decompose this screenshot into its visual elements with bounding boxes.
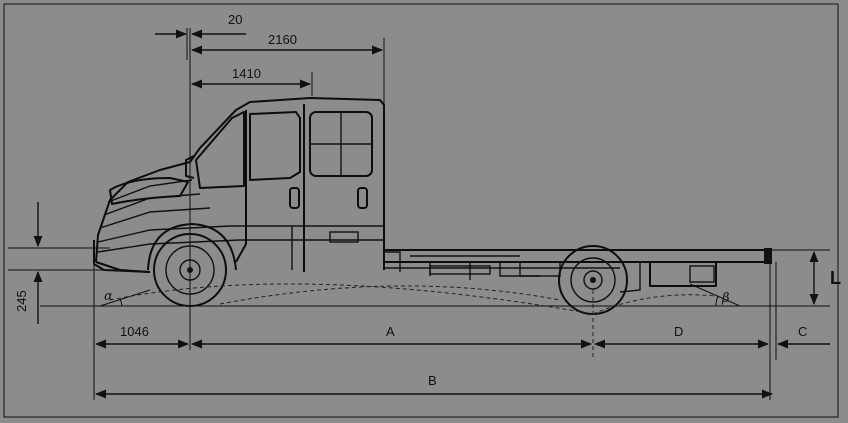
dim-frame-height: L bbox=[830, 268, 841, 288]
dim-cab-length-inner: 1410 bbox=[232, 66, 261, 81]
dim-wheelbase: A bbox=[386, 324, 395, 339]
dim-ground-clearance: 245 bbox=[14, 290, 29, 312]
dim-rear-overhang-ext: C bbox=[798, 324, 807, 339]
dim-top-offset: 20 bbox=[228, 12, 242, 27]
truck-drawing bbox=[93, 97, 772, 315]
dim-rear-overhang: D bbox=[674, 324, 683, 339]
dim-front-overhang: 1046 bbox=[120, 324, 149, 339]
approach-angle-label: α bbox=[104, 289, 113, 304]
front-door-window bbox=[249, 111, 301, 181]
headlight bbox=[109, 177, 189, 205]
departure-angle-label: β bbox=[721, 291, 730, 306]
cab-outline bbox=[95, 97, 385, 270]
diagram-frame bbox=[3, 3, 839, 418]
dim-cab-length-total: 2160 bbox=[268, 32, 297, 47]
dim-total-length: B bbox=[428, 373, 437, 388]
windshield bbox=[195, 111, 245, 189]
